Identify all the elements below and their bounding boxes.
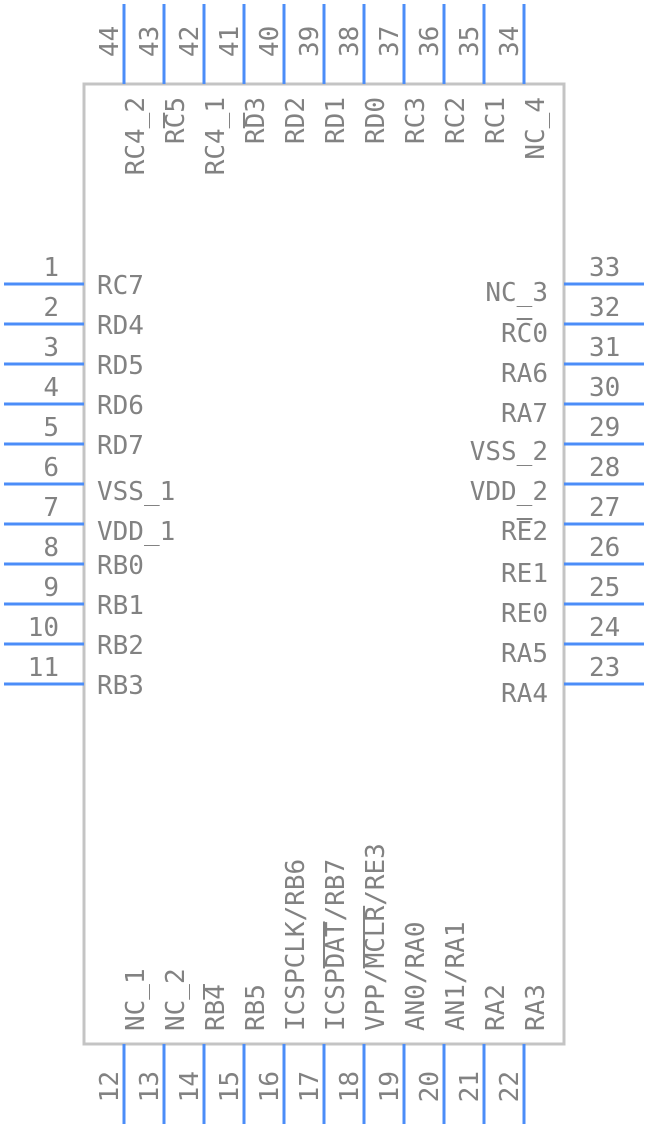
pin-3-number: 3 xyxy=(43,333,59,363)
pin-3-label: RD5 xyxy=(97,351,144,381)
pin-12-number: 12 xyxy=(95,1071,125,1102)
pin-30-number: 30 xyxy=(589,373,620,403)
pin-35-number: 35 xyxy=(455,26,485,57)
pin-30-label: RA7 xyxy=(501,399,548,429)
pin-15-label: RB5 xyxy=(241,984,271,1031)
pin-16-number: 16 xyxy=(255,1071,285,1102)
pin-11-number: 11 xyxy=(28,653,59,683)
pin-13-label: NC_2 xyxy=(161,968,191,1031)
pin-39-number: 39 xyxy=(295,26,325,57)
pin-6-number: 6 xyxy=(43,453,59,483)
pin-17-label: ICSPDAT/RB7 xyxy=(321,859,351,1031)
pin-32-number: 32 xyxy=(589,293,620,323)
pin-9-label: RB1 xyxy=(97,591,144,621)
pin-4-number: 4 xyxy=(43,373,59,403)
pin-31-label: RA6 xyxy=(501,359,548,389)
pin-15-number: 15 xyxy=(215,1071,245,1102)
pin-25-number: 25 xyxy=(589,573,620,603)
pin-19-label: AN0/RA0 xyxy=(401,921,431,1031)
pin-34-number: 34 xyxy=(495,26,525,57)
pin-11-label: RB3 xyxy=(97,671,144,701)
pin-41-number: 41 xyxy=(215,26,245,57)
pin-27-number: 27 xyxy=(589,493,620,523)
pin-16-label: ICSPCLK/RB6 xyxy=(281,859,311,1031)
pin-25-label: RE0 xyxy=(501,599,548,629)
pin-28-number: 28 xyxy=(589,453,620,483)
pin-14-number: 14 xyxy=(175,1071,205,1102)
pin-9-number: 9 xyxy=(43,573,59,603)
pin-37-number: 37 xyxy=(375,26,405,57)
pin-10-number: 10 xyxy=(28,613,59,643)
pin-10-label: RB2 xyxy=(97,631,144,661)
pin-8-number: 8 xyxy=(43,533,59,563)
pin-23-number: 23 xyxy=(589,653,620,683)
pin-8-label: RB0 xyxy=(97,551,144,581)
pin-5-label: RD7 xyxy=(97,431,144,461)
pin-20-label: AN1/RA1 xyxy=(441,921,471,1031)
pin-18-label: VPP/MCLR/RE3 xyxy=(361,843,391,1031)
pin-32-label: RC0 xyxy=(501,319,548,349)
pin-7-number: 7 xyxy=(43,493,59,523)
pin-34-label: NC_4 xyxy=(521,97,551,160)
pin-13-number: 13 xyxy=(135,1071,165,1102)
overbars-group xyxy=(163,112,533,1000)
pin-18-number: 18 xyxy=(335,1071,365,1102)
pin-6-label: VSS_1 xyxy=(97,477,175,507)
pin-36-number: 36 xyxy=(415,26,445,57)
pin-35-label: RC1 xyxy=(481,97,511,144)
pin-19-number: 19 xyxy=(375,1071,405,1102)
pin-26-label: RE1 xyxy=(501,559,548,589)
pin-40-label: RD2 xyxy=(281,97,311,144)
pin-41-label: RD3 xyxy=(241,97,271,144)
pin-42-label: RC4_1 xyxy=(201,97,231,175)
pin-44-label: RC4_2 xyxy=(121,97,151,175)
pin-36-label: RC2 xyxy=(441,97,471,144)
pin-17-number: 17 xyxy=(295,1071,325,1102)
pin-1-label: RC7 xyxy=(97,271,144,301)
pin-27-label: RE2 xyxy=(501,517,548,547)
pin-28-label: VDD_2 xyxy=(470,477,548,507)
pin-38-label: RD0 xyxy=(361,97,391,144)
pin-2-label: RD4 xyxy=(97,311,144,341)
pin-44-number: 44 xyxy=(95,26,125,57)
pin-12-label: NC_1 xyxy=(121,968,151,1031)
pin-31-number: 31 xyxy=(589,333,620,363)
pin-29-number: 29 xyxy=(589,413,620,443)
pin-2-number: 2 xyxy=(43,293,59,323)
pin-22-number: 22 xyxy=(495,1071,525,1102)
pin-21-number: 21 xyxy=(455,1071,485,1102)
pin-42-number: 42 xyxy=(175,26,205,57)
pin-40-number: 40 xyxy=(255,26,285,57)
pin-5-number: 5 xyxy=(43,413,59,443)
pin-29-label: VSS_2 xyxy=(470,437,548,467)
pin-38-number: 38 xyxy=(335,26,365,57)
pin-24-label: RA5 xyxy=(501,639,548,669)
pin-7-label: VDD_1 xyxy=(97,517,175,547)
pin-33-number: 33 xyxy=(589,253,620,283)
pin-33-label: NC_3 xyxy=(485,278,548,308)
pin-43-number: 43 xyxy=(135,26,165,57)
pin-39-label: RD1 xyxy=(321,97,351,144)
pin-24-number: 24 xyxy=(589,613,620,643)
pin-23-label: RA4 xyxy=(501,679,548,709)
pin-37-label: RC3 xyxy=(401,97,431,144)
pin-20-number: 20 xyxy=(415,1071,445,1102)
pin-1-number: 1 xyxy=(43,253,59,283)
pin-4-label: RD6 xyxy=(97,391,144,421)
pin-26-number: 26 xyxy=(589,533,620,563)
pin-43-label: RC5 xyxy=(161,97,191,144)
pin-21-label: RA2 xyxy=(481,984,511,1031)
pin-22-label: RA3 xyxy=(521,984,551,1031)
pin-14-label: RB4 xyxy=(201,984,231,1031)
